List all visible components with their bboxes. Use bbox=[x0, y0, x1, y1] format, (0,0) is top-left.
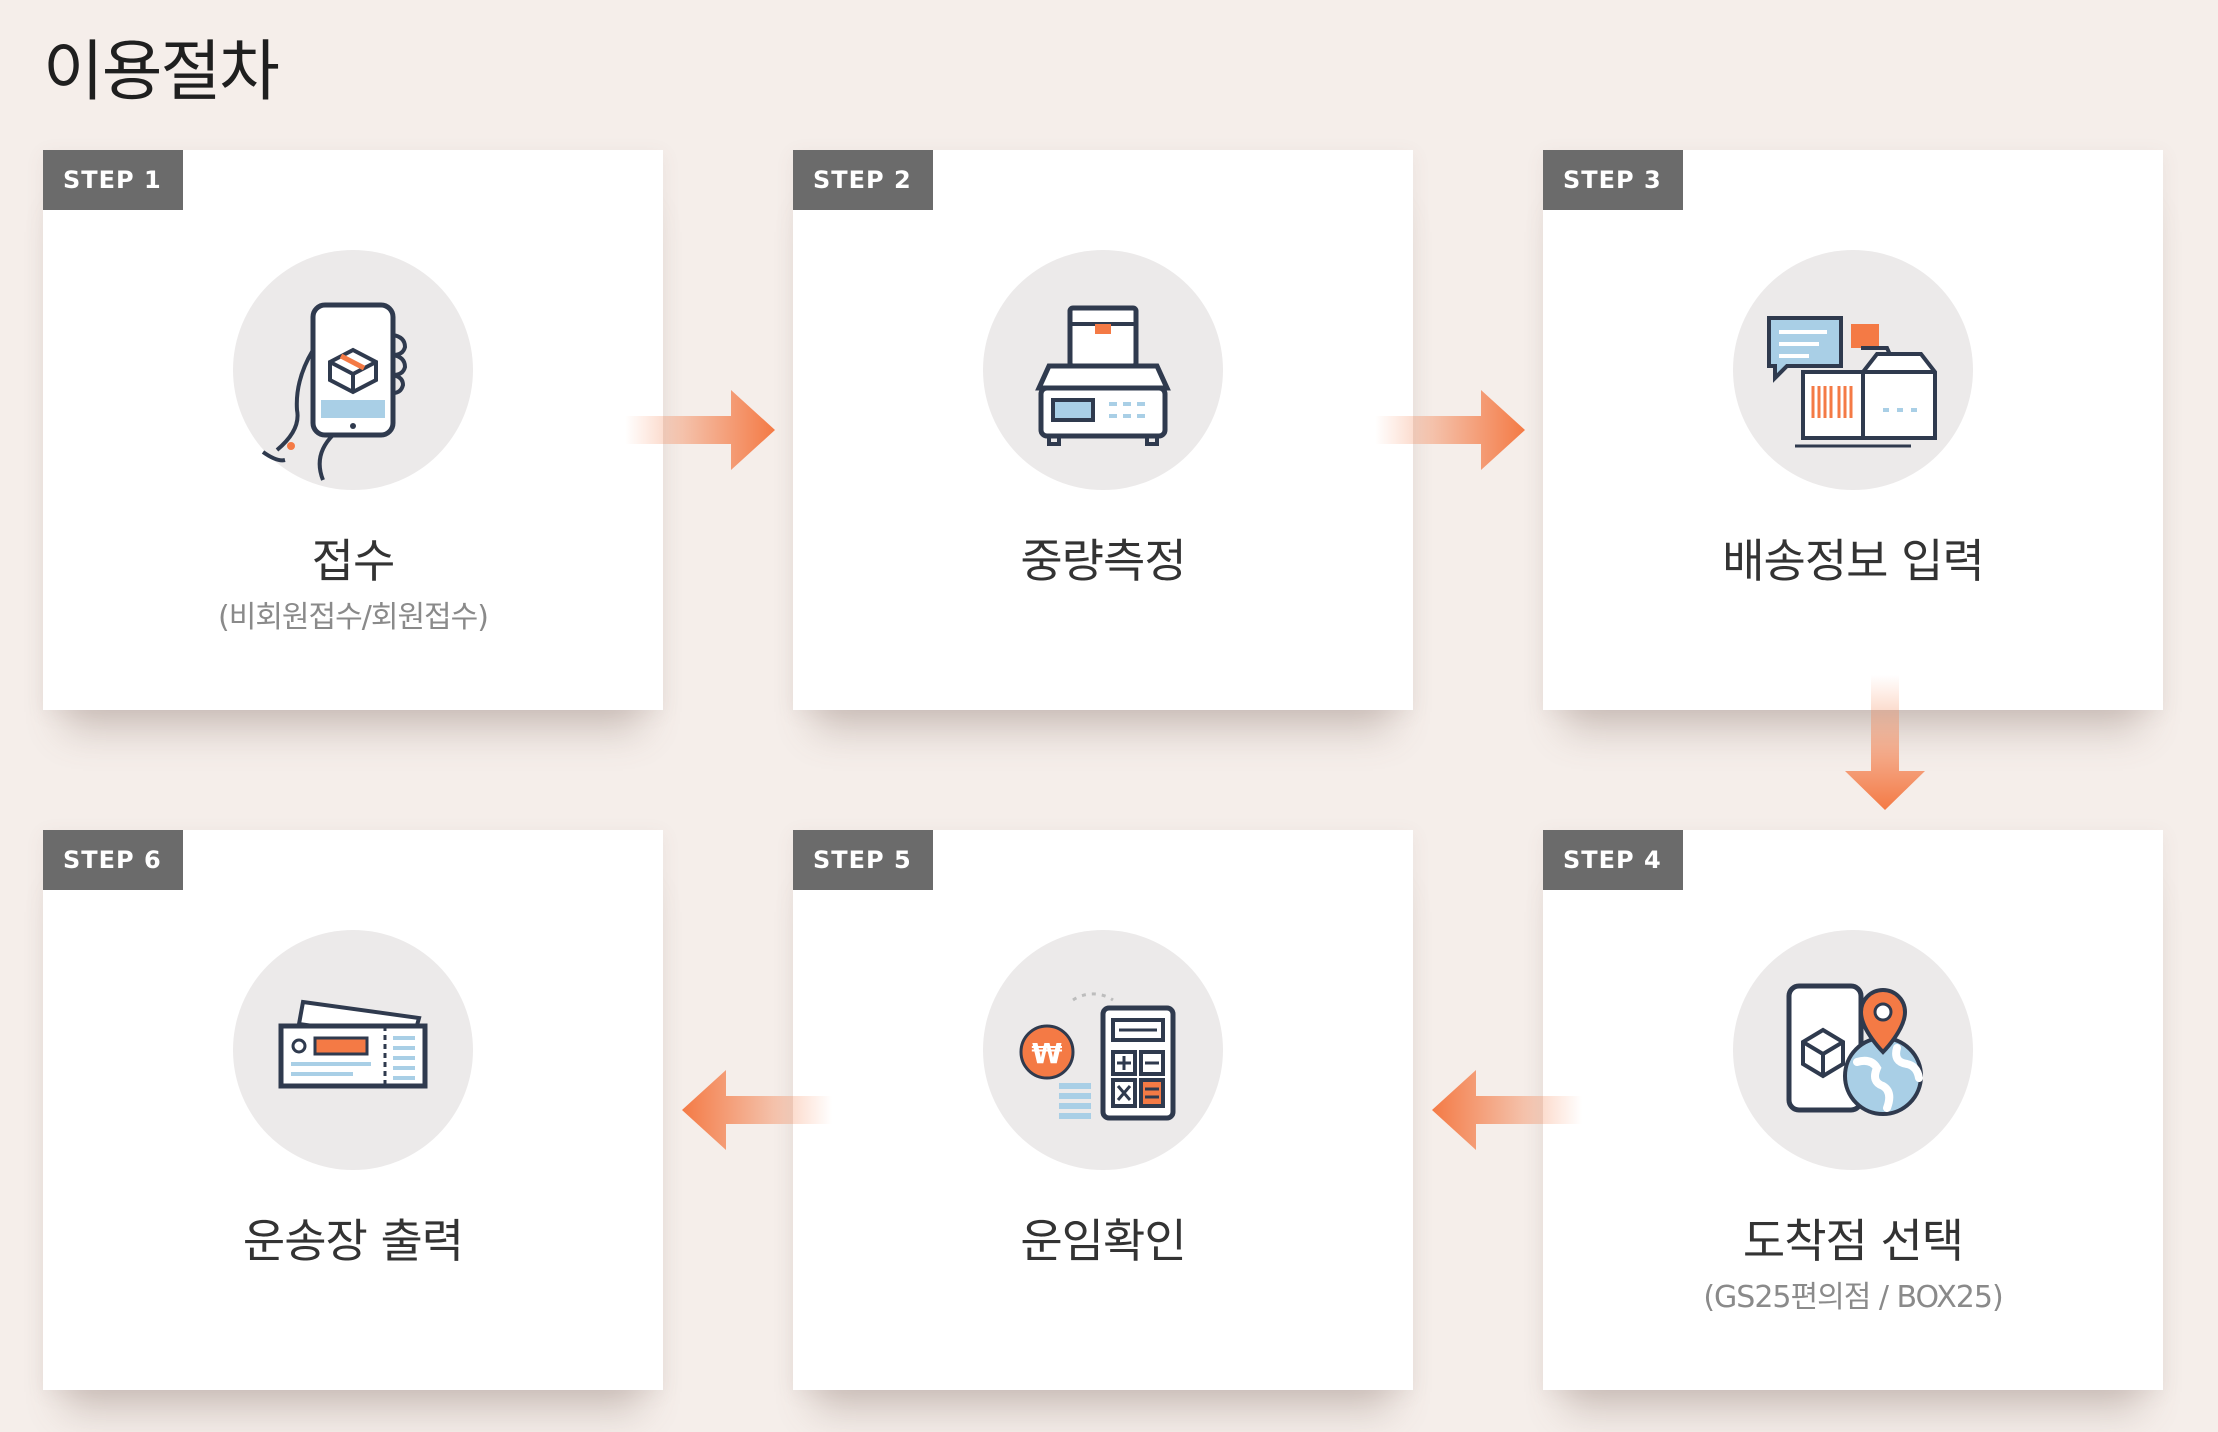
delivery-info-icon bbox=[1733, 250, 1973, 490]
arrow-left-icon bbox=[682, 1070, 832, 1150]
step-badge: STEP 4 bbox=[1543, 830, 1683, 890]
step-title: 도착점 선택 bbox=[1742, 1214, 1964, 1268]
phone-box-icon bbox=[233, 250, 473, 490]
step-card-5: STEP 5 ₩ 운임확인 bbox=[793, 830, 1413, 1390]
step-card-1: STEP 1 접수 (비회원접수/회원접수) bbox=[43, 150, 663, 710]
scale-icon bbox=[983, 250, 1223, 490]
step-subtitle: (GS25편의점 / BOX25) bbox=[1703, 1280, 2003, 1315]
step-title: 배송정보 입력 bbox=[1722, 534, 1985, 588]
step-card-6: STEP 6 운송장 출력 bbox=[43, 830, 663, 1390]
arrow-right-icon bbox=[1375, 390, 1525, 470]
arrow-right-icon bbox=[625, 390, 775, 470]
location-pin-icon bbox=[1733, 930, 1973, 1170]
step-badge: STEP 6 bbox=[43, 830, 183, 890]
step-badge: STEP 5 bbox=[793, 830, 933, 890]
step-badge: STEP 1 bbox=[43, 150, 183, 210]
svg-text:₩: ₩ bbox=[1032, 1037, 1063, 1070]
arrow-left-icon bbox=[1432, 1070, 1582, 1150]
page-title: 이용절차 bbox=[43, 33, 280, 110]
step-title: 운송장 출력 bbox=[242, 1214, 464, 1268]
arrow-down-icon bbox=[1845, 675, 1925, 810]
step-subtitle: (비회원접수/회원접수) bbox=[218, 600, 489, 635]
step-title: 접수 bbox=[311, 534, 396, 588]
calculator-icon: ₩ bbox=[983, 930, 1223, 1170]
step-badge: STEP 2 bbox=[793, 150, 933, 210]
step-title: 운임확인 bbox=[1020, 1214, 1186, 1268]
step-card-4: STEP 4 도착점 선택 (GS25편의점 / BOX25) bbox=[1543, 830, 2163, 1390]
step-badge: STEP 3 bbox=[1543, 150, 1683, 210]
step-card-3: STEP 3 배송정보 입력 bbox=[1543, 150, 2163, 710]
step-card-2: STEP 2 중량측정 bbox=[793, 150, 1413, 710]
step-title: 중량측정 bbox=[1020, 534, 1186, 588]
waybill-icon bbox=[233, 930, 473, 1170]
